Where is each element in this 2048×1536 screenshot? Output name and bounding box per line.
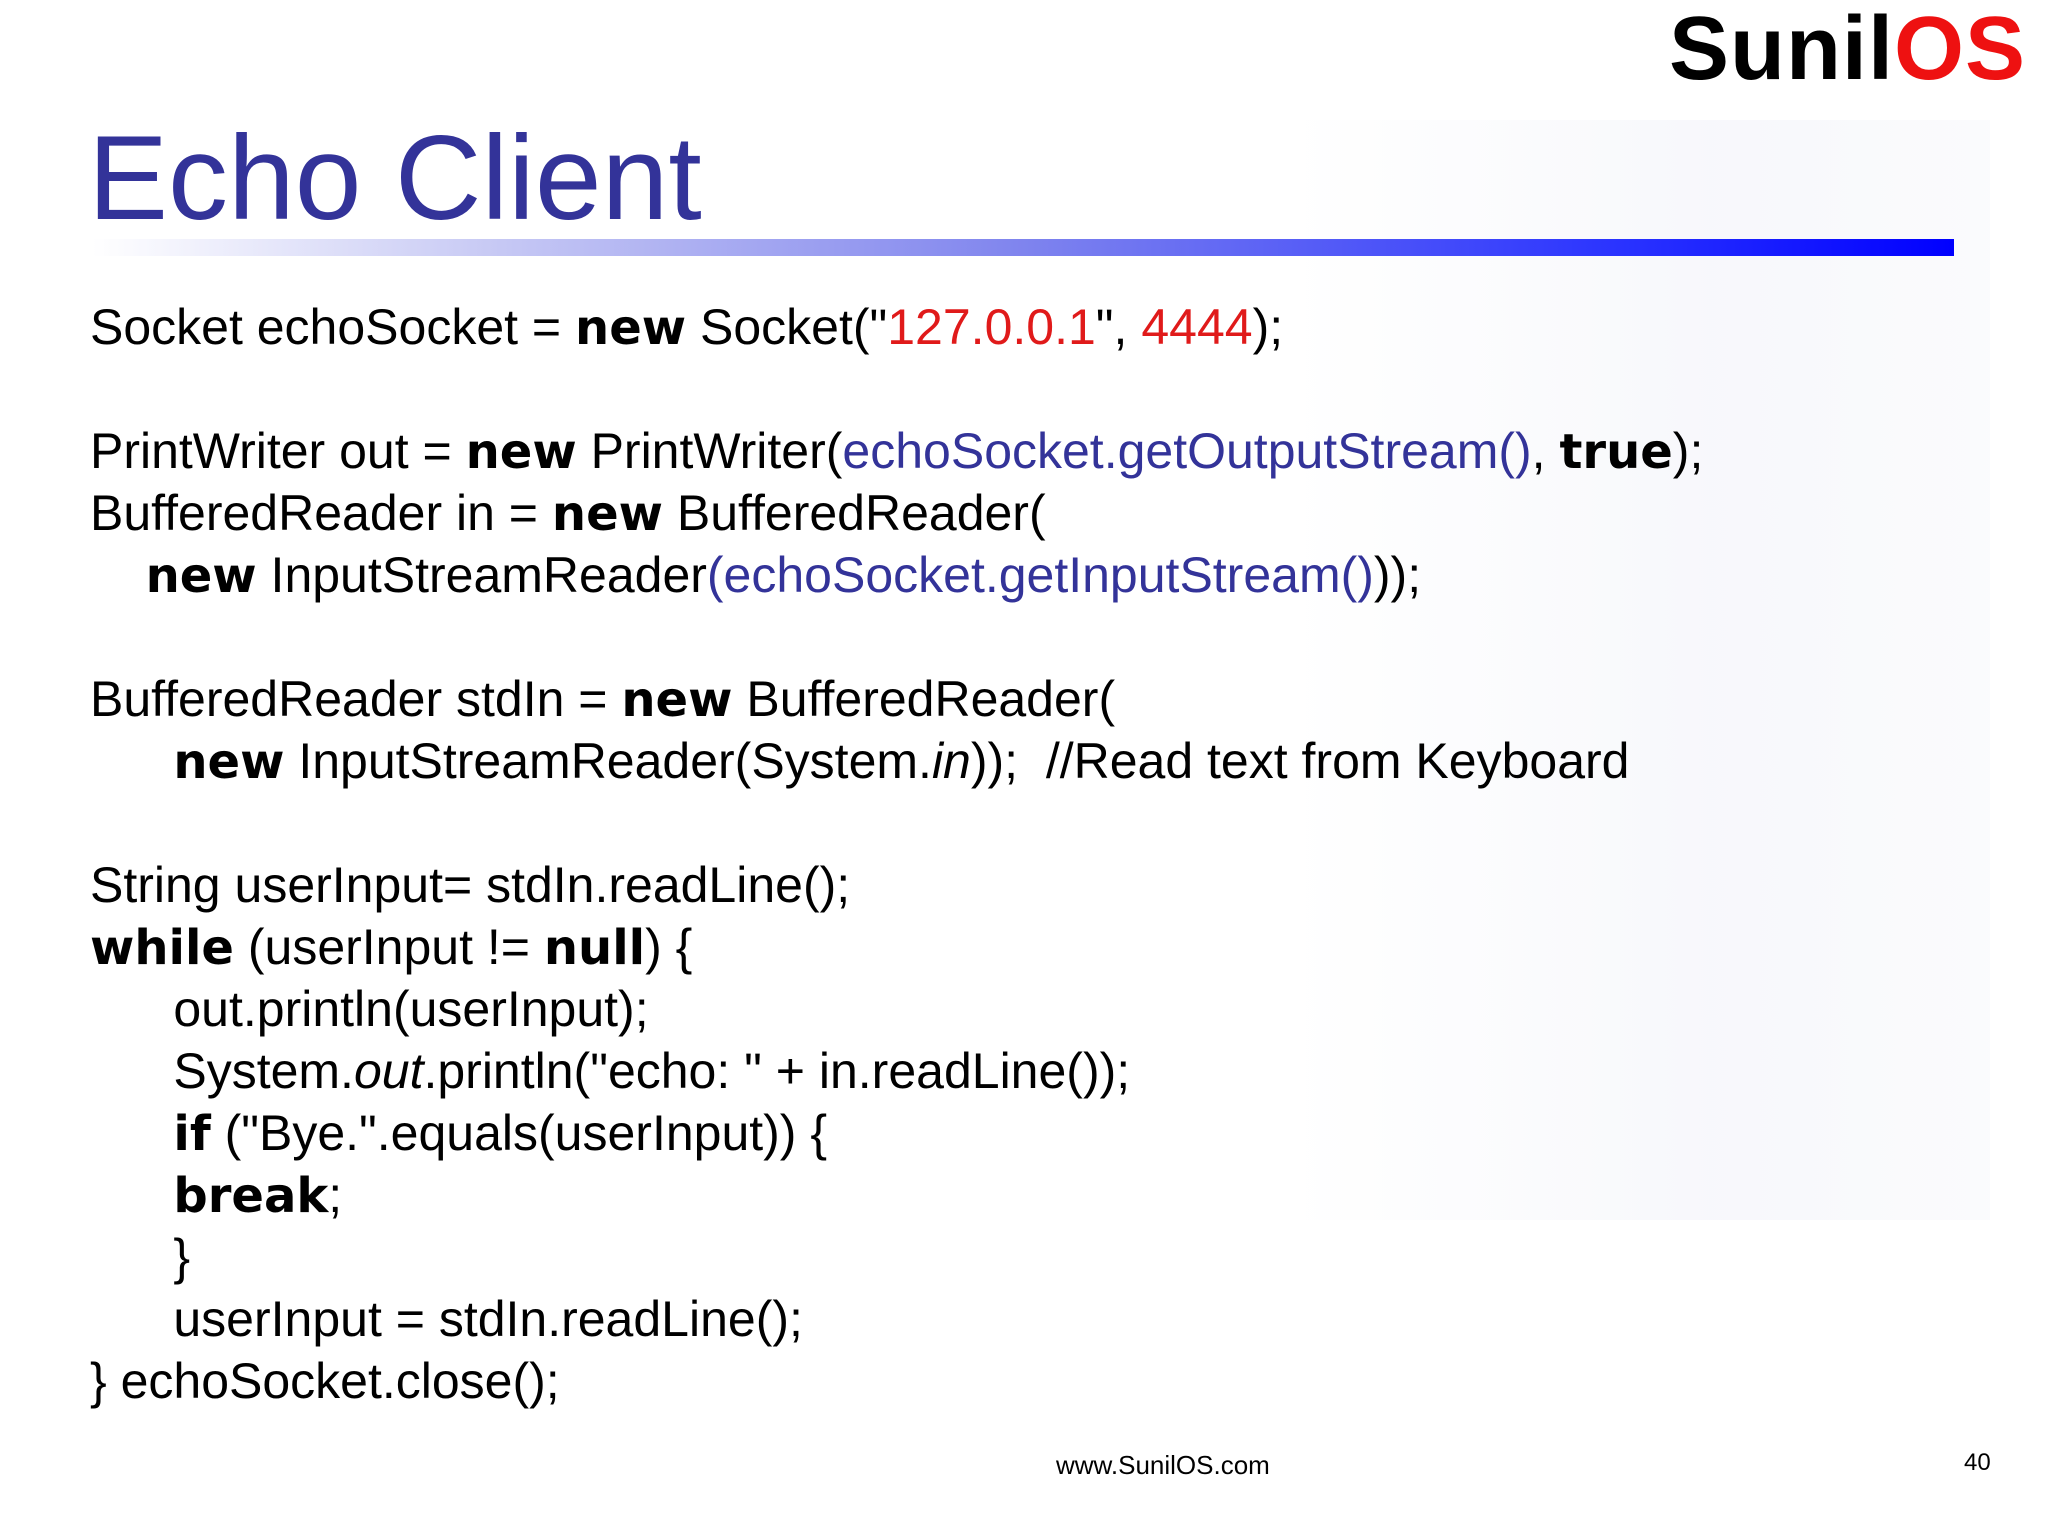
code-text: } — [173, 1229, 191, 1285]
code-line: if ("Bye.".equals(userInput)) { — [90, 1102, 1703, 1164]
code-text: , — [1531, 423, 1560, 479]
code-text: .println("echo: " + in.readLine()); — [423, 1043, 1131, 1099]
blank-line — [90, 358, 1703, 420]
logo-part-os: OS — [1893, 0, 2026, 99]
keyword: new — [465, 424, 577, 480]
code-line: out.println(userInput); — [90, 978, 1703, 1040]
keyword: new — [575, 300, 687, 356]
code-line: Socket echoSocket = new Socket("127.0.0.… — [90, 296, 1703, 358]
keyword: new — [621, 672, 733, 728]
code-text: ); — [1672, 423, 1704, 479]
blank-line — [90, 606, 1703, 668]
code-text: out.println(userInput); — [173, 981, 649, 1037]
background-fade — [1290, 120, 1990, 1220]
keyword: true — [1559, 424, 1673, 480]
keyword: if — [173, 1106, 211, 1162]
code-text: (userInput != — [233, 919, 544, 975]
code-text: BufferedReader stdIn = — [90, 671, 622, 727]
keyword: while — [90, 920, 234, 976]
highlighted-code: (echoSocket.getInputStream() — [706, 547, 1374, 603]
keyword: null — [543, 920, 646, 976]
code-line: new InputStreamReader(System.in)); //Rea… — [90, 730, 1703, 792]
code-text: InputStreamReader(System. — [284, 733, 932, 789]
indent — [90, 1105, 173, 1161]
code-text: BufferedReader( — [662, 485, 1046, 541]
code-text: String userInput= stdIn.readLine(); — [90, 857, 851, 913]
code-text: BufferedReader( — [732, 671, 1116, 727]
keyword: new — [173, 734, 285, 790]
page-number: 40 — [1964, 1449, 1991, 1476]
slide-title: Echo Client — [88, 111, 702, 245]
code-line: BufferedReader stdIn = new BufferedReade… — [90, 668, 1703, 730]
indent — [90, 1291, 173, 1347]
code-text: BufferedReader in = — [90, 485, 552, 541]
indent — [90, 1043, 173, 1099]
code-text: PrintWriter( — [576, 423, 843, 479]
indent — [90, 733, 173, 789]
indent — [90, 981, 173, 1037]
code-line: BufferedReader in = new BufferedReader( — [90, 482, 1703, 544]
indent — [90, 547, 146, 603]
code-text: Socket(" — [686, 299, 888, 355]
code-line: } echoSocket.close(); — [90, 1350, 1703, 1412]
code-text: InputStreamReader — [256, 547, 707, 603]
code-line: } — [90, 1226, 1703, 1288]
code-line: break; — [90, 1164, 1703, 1226]
title-underline — [92, 239, 1954, 256]
code-text: ); — [1252, 299, 1284, 355]
code-text: System. — [173, 1043, 354, 1099]
indent — [90, 1167, 173, 1223]
code-line: new InputStreamReader(echoSocket.getInpu… — [90, 544, 1703, 606]
code-text: ; — [328, 1167, 343, 1223]
code-text: ("Bye.".equals(userInput)) { — [210, 1105, 828, 1161]
keyword: new — [145, 548, 257, 604]
blank-line — [90, 792, 1703, 854]
italic-field: out — [353, 1043, 424, 1099]
sunilos-logo: SunilOS — [1669, 4, 2026, 94]
code-text: Socket echoSocket = — [90, 299, 576, 355]
code-line: String userInput= stdIn.readLine(); — [90, 854, 1703, 916]
footer-url: www.SunilOS.com — [1056, 1450, 1270, 1480]
code-text: userInput = stdIn.readLine(); — [173, 1291, 803, 1347]
code-text: )); — [1373, 547, 1422, 603]
code-line: while (userInput != null) { — [90, 916, 1703, 978]
italic-field: in — [931, 733, 971, 789]
code-line: PrintWriter out = new PrintWriter(echoSo… — [90, 420, 1703, 482]
code-line: System.out.println("echo: " + in.readLin… — [90, 1040, 1703, 1102]
code-text: } echoSocket.close(); — [90, 1353, 560, 1409]
keyword: break — [173, 1168, 329, 1224]
keyword: new — [551, 486, 663, 542]
code-line: userInput = stdIn.readLine(); — [90, 1288, 1703, 1350]
code-text: ", — [1095, 299, 1142, 355]
highlighted-code: echoSocket.getOutputStream() — [842, 423, 1532, 479]
code-block: Socket echoSocket = new Socket("127.0.0.… — [90, 296, 1703, 1412]
indent — [90, 1229, 173, 1285]
logo-part-sunil: Sunil — [1668, 0, 1894, 99]
code-text: PrintWriter out = — [90, 423, 466, 479]
number-literal: 4444 — [1141, 299, 1253, 355]
code-text: )); //Read text from Keyboard — [970, 733, 1630, 789]
code-text: ) { — [645, 919, 693, 975]
string-literal: 127.0.0.1 — [887, 299, 1096, 355]
